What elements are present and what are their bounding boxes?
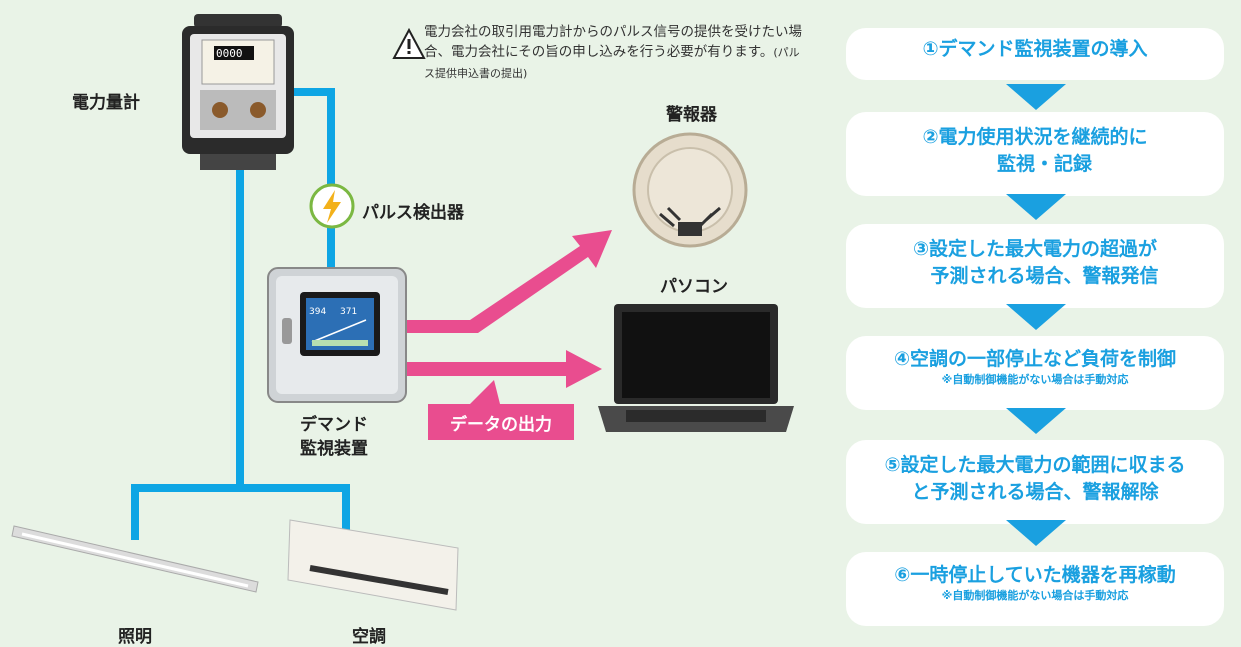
aircon-label: 空調	[352, 627, 386, 647]
meter-counter-text: 0000	[216, 47, 243, 60]
step-3-title: ③設定した最大電力の超過が 予測される場合、警報発信	[912, 238, 1159, 287]
monitor-value-1: 394	[309, 307, 326, 317]
lightning-icon	[309, 183, 355, 229]
step-arrow-2	[1006, 194, 1066, 220]
pc-label: パソコン	[660, 277, 728, 297]
demand-monitor-device: 394 371	[267, 267, 407, 403]
wire-meter-to-device	[292, 88, 335, 270]
arrow-to-pc	[404, 350, 602, 388]
air-conditioner-icon	[287, 519, 459, 611]
step-6-note: ※自動制御機能がない場合は手動対応	[941, 589, 1129, 602]
step-arrow-3	[1006, 304, 1066, 330]
callout-pointer	[470, 380, 500, 404]
alarm-label: 警報器	[666, 105, 717, 125]
step-6-title: ⑥一時停止していた機器を再稼動	[894, 564, 1176, 586]
step-4-note: ※自動制御機能がない場合は手動対応	[941, 373, 1129, 386]
step-arrow-1	[1006, 84, 1066, 110]
step-1: ①デマンド監視装置の導入	[846, 28, 1224, 80]
monitor-value-2: 371	[340, 307, 357, 317]
notice-text: 電力会社の取引用電力計からのパルス信号の提供を受けたい場合、電力会社にその旨の申…	[424, 24, 802, 60]
step-1-title: ①デマンド監視装置の導入	[922, 38, 1148, 60]
notice-small: (パルス提供申込書の提出)	[424, 46, 800, 80]
lighting-label: 照明	[118, 627, 152, 647]
wire-branch	[131, 484, 350, 540]
demand-label-line1: デマンド	[300, 415, 368, 435]
alarm-device-icon	[632, 132, 748, 248]
step-5-title: ⑤設定した最大電力の範囲に収まる と予測される場合、警報解除	[884, 454, 1186, 503]
step-4-title: ④空調の一部停止など負荷を制御	[893, 348, 1177, 370]
data-output-tag: データの出力	[428, 404, 574, 440]
step-arrow-5	[1006, 520, 1066, 546]
pulse-notice: 電力会社の取引用電力計からのパルス信号の提供を受けたい場合、電力会社にその旨の申…	[424, 22, 804, 84]
warning-icon	[392, 28, 426, 59]
laptop-icon	[598, 304, 794, 432]
step-2: ②電力使用状況を継続的に 監視・記録	[846, 112, 1224, 196]
meter-label: 電力量計	[72, 93, 140, 113]
step-3: ③設定した最大電力の超過が 予測される場合、警報発信	[846, 224, 1224, 308]
step-4: ④空調の一部停止など負荷を制御 ※自動制御機能がない場合は手動対応	[846, 336, 1224, 410]
arrow-to-alarm	[404, 230, 612, 333]
step-2-title: ②電力使用状況を継続的に 監視・記録	[922, 126, 1148, 175]
demand-label-line2: 監視装置	[300, 439, 368, 459]
step-arrow-4	[1006, 408, 1066, 434]
step-6: ⑥一時停止していた機器を再稼動 ※自動制御機能がない場合は手動対応	[846, 552, 1224, 626]
pulse-detector-label: パルス検出器	[362, 203, 464, 223]
electric-meter-icon: 0000	[182, 14, 294, 170]
step-5: ⑤設定した最大電力の範囲に収まる と予測される場合、警報解除	[846, 440, 1224, 524]
ceiling-light-icon	[11, 525, 259, 593]
